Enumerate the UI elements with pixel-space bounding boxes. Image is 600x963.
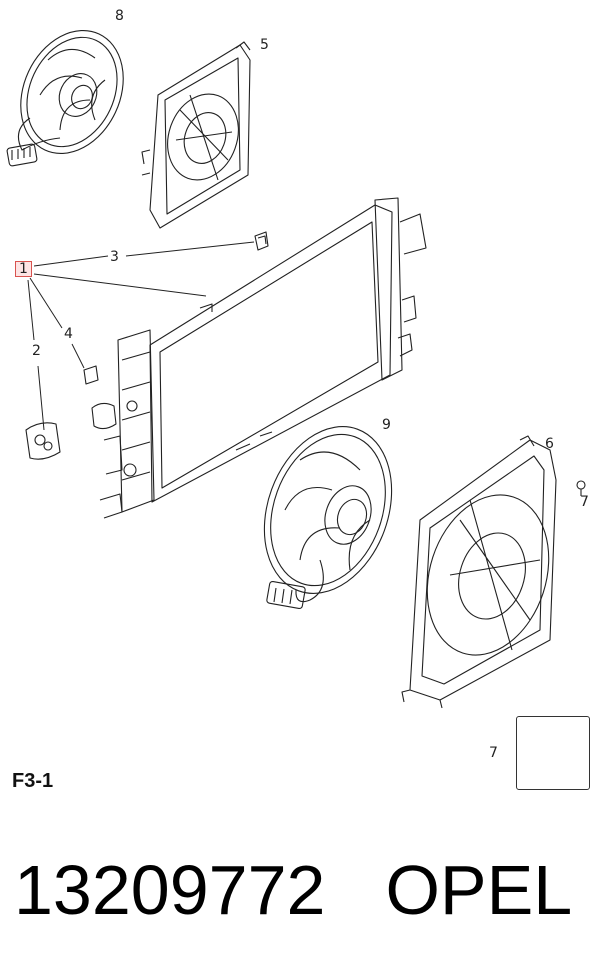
callout-4[interactable]: 4 — [64, 326, 73, 342]
callout-7[interactable]: 7 — [580, 494, 589, 510]
callout-2[interactable]: 2 — [32, 343, 41, 359]
callout-3[interactable]: 3 — [110, 249, 119, 265]
upper-fan-assembly — [6, 30, 124, 167]
exploded-parts-diagram — [6, 30, 586, 771]
callout-9[interactable]: 9 — [382, 417, 391, 433]
lower-fan-shroud — [401, 435, 557, 709]
callout-6[interactable]: 6 — [545, 436, 554, 452]
callout-8[interactable]: 8 — [115, 8, 124, 24]
upper-fan-shroud — [141, 41, 251, 229]
callout-1[interactable]: 1 — [15, 261, 32, 277]
leader-lines — [27, 241, 255, 431]
radiator — [91, 197, 427, 519]
callout-5[interactable]: 5 — [260, 37, 269, 53]
rubber-mount-part-2 — [25, 422, 61, 460]
screw-part-7 — [576, 480, 586, 496]
clip-part-4 — [83, 365, 99, 385]
part-number: 13209772 — [14, 851, 326, 929]
lower-fan-assembly — [263, 426, 393, 610]
figure-code: F3-1 — [12, 770, 54, 792]
part-info: 13209772 OPEL — [14, 842, 594, 938]
screw-detail-box — [516, 716, 590, 790]
brand-name: OPEL — [385, 851, 573, 929]
callout-7-detail[interactable]: 7 — [489, 745, 498, 761]
clip-part-3 — [254, 231, 269, 251]
